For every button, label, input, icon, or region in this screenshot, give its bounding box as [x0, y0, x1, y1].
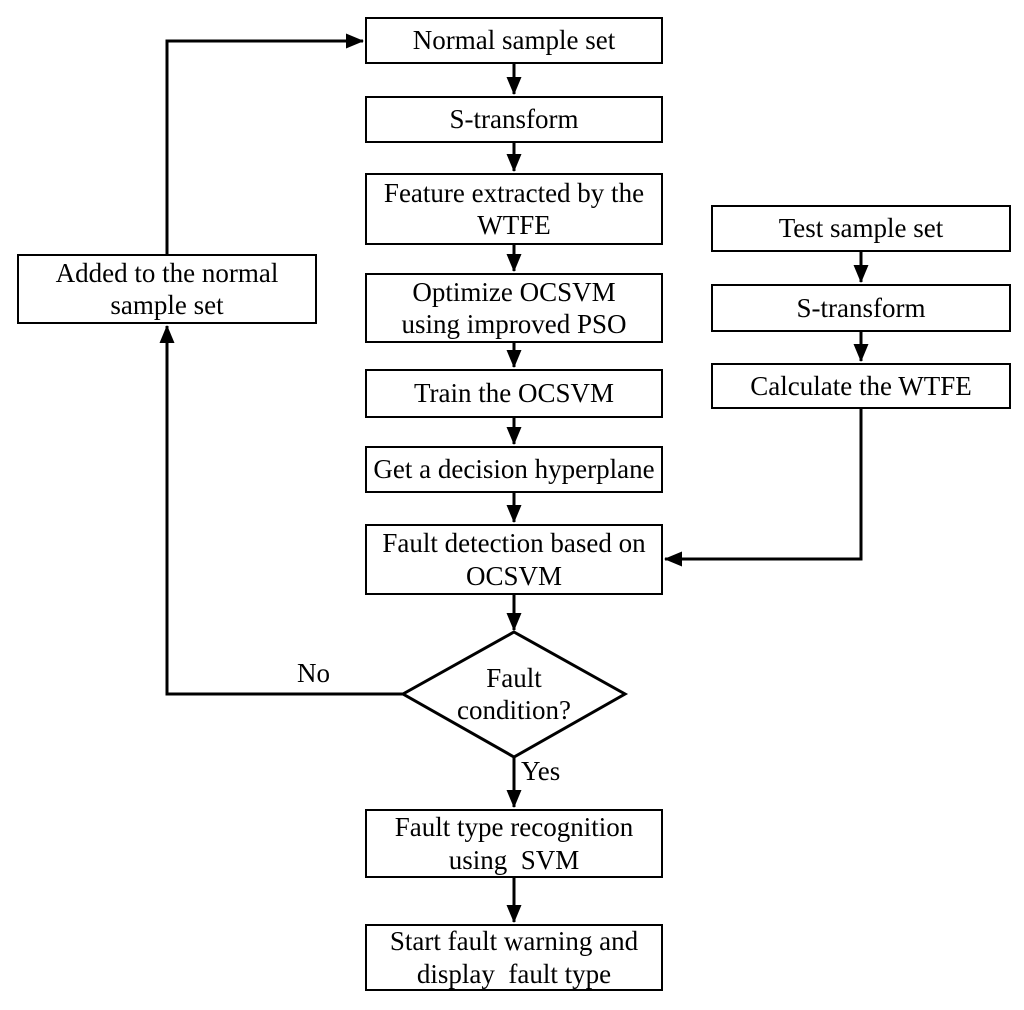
edge-label-yes: Yes — [521, 756, 561, 786]
node-added-to-normal-sample-set: Added to the normal sample set — [17, 254, 317, 324]
edge-added-to-normal — [165, 33, 364, 254]
node-s-transform-main: S-transform — [365, 96, 663, 143]
decision-fault-condition-label: Fault condition? — [457, 662, 571, 725]
node-decision-hyperplane: Get a decision hyperplane — [365, 446, 663, 493]
edge-calculate-to-faultdetection — [664, 409, 863, 567]
node-fault-detection-ocsvm: Fault detection based on OCSVM — [365, 524, 663, 595]
node-s-transform-test: S-transform — [711, 284, 1011, 332]
node-test-sample-set: Test sample set — [711, 205, 1011, 252]
edge-label-no: No — [297, 658, 330, 688]
node-train-ocsvm: Train the OCSVM — [365, 369, 663, 418]
node-calculate-wtfe: Calculate the WTFE — [711, 363, 1011, 409]
node-feature-extracted-wtfe: Feature extracted by the WTFE — [365, 173, 663, 245]
edge-decision-no-to-added — [159, 325, 403, 696]
decision-diamond — [399, 630, 629, 759]
node-optimize-ocsvm-pso: Optimize OCSVM using improved PSO — [365, 273, 663, 343]
node-fault-type-recognition-svm: Fault type recognition using SVM — [365, 809, 663, 878]
node-normal-sample-set: Normal sample set — [365, 17, 663, 64]
node-start-fault-warning: Start fault warning and display fault ty… — [365, 924, 663, 991]
